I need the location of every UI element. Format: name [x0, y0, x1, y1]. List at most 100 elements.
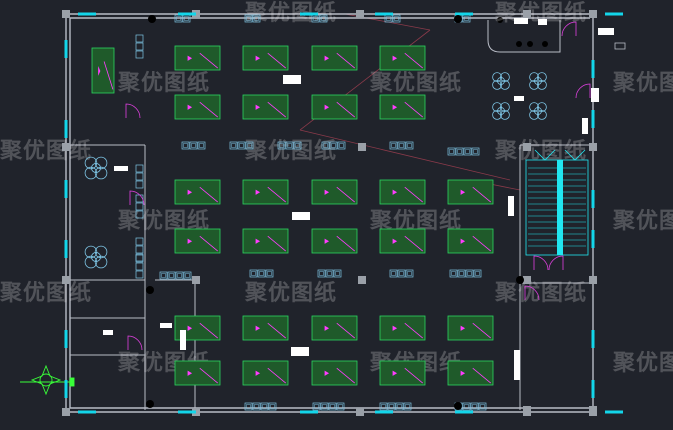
chair-icon — [529, 109, 540, 120]
table-top — [174, 360, 221, 386]
window-icon — [64, 120, 68, 138]
window-icon — [300, 410, 318, 414]
chair-seat — [391, 143, 396, 148]
chair-icon — [94, 156, 108, 170]
stair-arrow — [534, 149, 556, 161]
window-icon — [178, 12, 196, 16]
label-box — [180, 330, 186, 350]
table-marker — [255, 238, 261, 244]
chair-icon — [135, 180, 144, 189]
chair-icon — [183, 271, 192, 280]
column-icon — [523, 406, 531, 414]
table-top — [242, 45, 289, 71]
column-icon — [192, 276, 200, 284]
window-icon — [591, 110, 595, 128]
door-swing-icon — [129, 190, 145, 206]
window-icon — [64, 330, 68, 348]
chair-seat — [279, 143, 284, 148]
chair-icon — [252, 402, 261, 411]
window-icon — [455, 410, 473, 414]
table-top — [91, 252, 101, 262]
chair-icon — [471, 147, 480, 156]
chair-icon — [387, 402, 396, 411]
watermark-text: 聚优图纸 — [494, 0, 587, 26]
chair-icon — [135, 50, 144, 59]
table — [311, 94, 358, 120]
table-cue-line — [472, 367, 492, 384]
table-cue-line — [404, 235, 424, 252]
column-icon — [62, 143, 70, 151]
chair-icon — [379, 402, 388, 411]
table-top — [379, 179, 426, 205]
chair-icon — [462, 402, 471, 411]
table-marker — [460, 325, 466, 331]
table-top — [447, 360, 494, 386]
chair-icon — [84, 166, 98, 180]
stool — [516, 41, 522, 47]
chair-icon — [389, 269, 398, 278]
door-swing-icon — [575, 83, 591, 99]
table-top — [91, 163, 101, 173]
table-top — [379, 45, 426, 71]
table — [311, 179, 358, 205]
label-box — [582, 118, 588, 134]
chair-icon — [403, 402, 412, 411]
chair-seat — [397, 404, 402, 409]
chair-seat — [327, 271, 332, 276]
chair-icon — [84, 156, 98, 170]
chair-icon — [135, 172, 144, 181]
table — [242, 179, 289, 205]
table-top — [311, 228, 358, 254]
fixture-dot — [516, 276, 524, 284]
chair-icon — [189, 141, 198, 150]
table-marker — [392, 370, 398, 376]
table-cue-line — [103, 61, 114, 90]
chair-icon — [135, 34, 144, 43]
table-cue-line — [336, 367, 356, 384]
chair-icon — [447, 147, 456, 156]
label-box — [591, 88, 599, 102]
table-marker — [98, 66, 101, 76]
table — [311, 315, 358, 341]
chair-seat — [386, 16, 391, 21]
chair-icon — [312, 402, 321, 411]
table-top — [242, 360, 289, 386]
chair-icon — [395, 402, 404, 411]
chair-group — [135, 254, 144, 279]
chair-group — [277, 141, 302, 150]
table — [174, 45, 221, 71]
chair-group — [229, 141, 254, 150]
table-cue-line — [472, 235, 492, 252]
chair-group — [244, 14, 261, 23]
chair-group — [181, 141, 206, 150]
window-icon — [591, 190, 595, 208]
table-cue-line — [404, 367, 424, 384]
round-table — [492, 72, 510, 90]
fixture-dot — [146, 286, 154, 294]
watermark-text: 聚优图纸 — [612, 70, 673, 96]
table-marker — [255, 189, 261, 195]
chair-seat — [407, 271, 412, 276]
column-icon — [358, 143, 366, 151]
chair-icon — [135, 237, 144, 246]
stair-arrow — [564, 149, 586, 161]
table-marker — [324, 370, 330, 376]
table — [447, 179, 494, 205]
table — [311, 360, 358, 386]
column-icon — [62, 10, 70, 18]
chair-seat — [475, 271, 480, 276]
chair-icon — [135, 202, 144, 211]
chair-icon — [465, 269, 474, 278]
chair-icon — [499, 72, 510, 83]
column-icon — [589, 406, 597, 414]
table-top — [242, 179, 289, 205]
table-marker — [187, 325, 193, 331]
table-top — [242, 315, 289, 341]
window-icon — [591, 330, 595, 348]
table-cue-line — [336, 101, 356, 118]
watermark-layer: 聚优图纸 聚优图纸 聚优图纸 聚优图纸 聚优图纸 聚优图纸 聚优图纸 聚优图纸 … — [0, 0, 673, 376]
table-cue-line — [199, 52, 219, 69]
chair-icon — [84, 245, 98, 259]
column-icon — [62, 276, 70, 284]
door-swing-icon — [125, 103, 141, 119]
